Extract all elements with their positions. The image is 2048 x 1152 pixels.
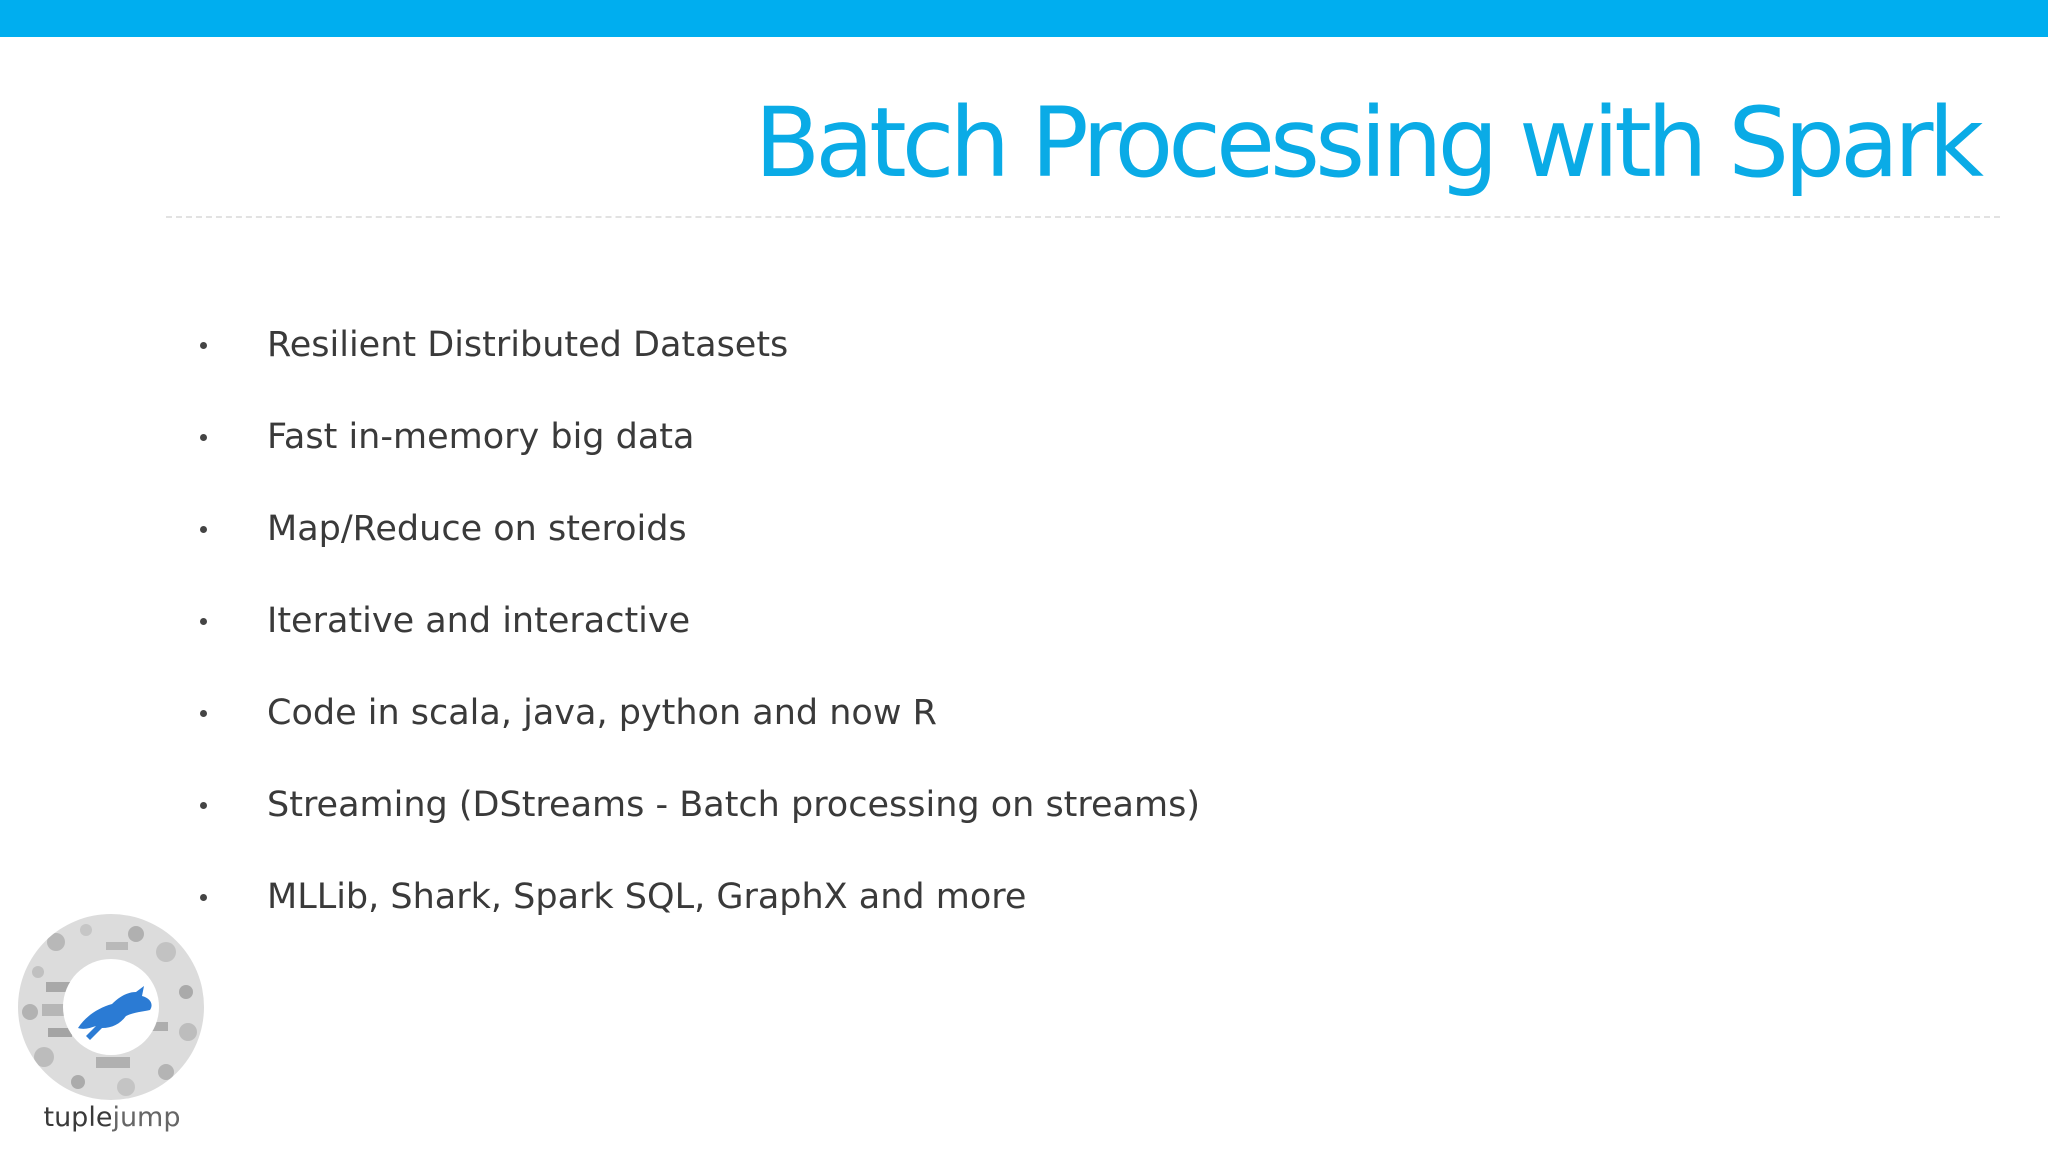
list-item: Fast in-memory big data <box>0 392 1400 484</box>
list-item: Streaming (DStreams - Batch processing o… <box>0 760 1400 852</box>
bullet-icon <box>200 710 207 717</box>
bullet-text: Map/Reduce on steroids <box>267 509 687 549</box>
bullet-icon <box>200 894 207 901</box>
leaping-hare-icon <box>78 986 152 1040</box>
list-item: MLLib, Shark, Spark SQL, GraphX and more <box>0 852 1400 944</box>
bullet-text: MLLib, Shark, Spark SQL, GraphX and more <box>267 877 1027 917</box>
top-accent-bar <box>0 0 2048 37</box>
bullet-text: Fast in-memory big data <box>267 417 695 457</box>
bullet-text: Resilient Distributed Datasets <box>267 325 789 365</box>
bullet-icon <box>200 342 207 349</box>
bullet-icon <box>200 434 207 441</box>
logo-wordmark: tuplejump <box>0 1100 224 1136</box>
tuplejump-logo <box>18 914 204 1100</box>
title-divider <box>166 216 2000 218</box>
bullet-text: Code in scala, java, python and now R <box>267 693 937 733</box>
list-item: Code in scala, java, python and now R <box>0 668 1400 760</box>
logo-wordmark-jump: jump <box>112 1102 181 1133</box>
list-item: Iterative and interactive <box>0 576 1400 668</box>
bullet-text: Streaming (DStreams - Batch processing o… <box>267 785 1200 825</box>
bullet-icon <box>200 802 207 809</box>
list-item: Resilient Distributed Datasets <box>0 300 1400 392</box>
logo-wordmark-tuple: tuple <box>43 1102 113 1133</box>
bullet-list: Resilient Distributed Datasets Fast in-m… <box>0 300 1400 944</box>
bullet-text: Iterative and interactive <box>267 601 691 641</box>
list-item: Map/Reduce on steroids <box>0 484 1400 576</box>
slide-title: Batch Processing with Spark <box>754 87 1984 199</box>
bullet-icon <box>200 526 207 533</box>
bullet-icon <box>200 618 207 625</box>
